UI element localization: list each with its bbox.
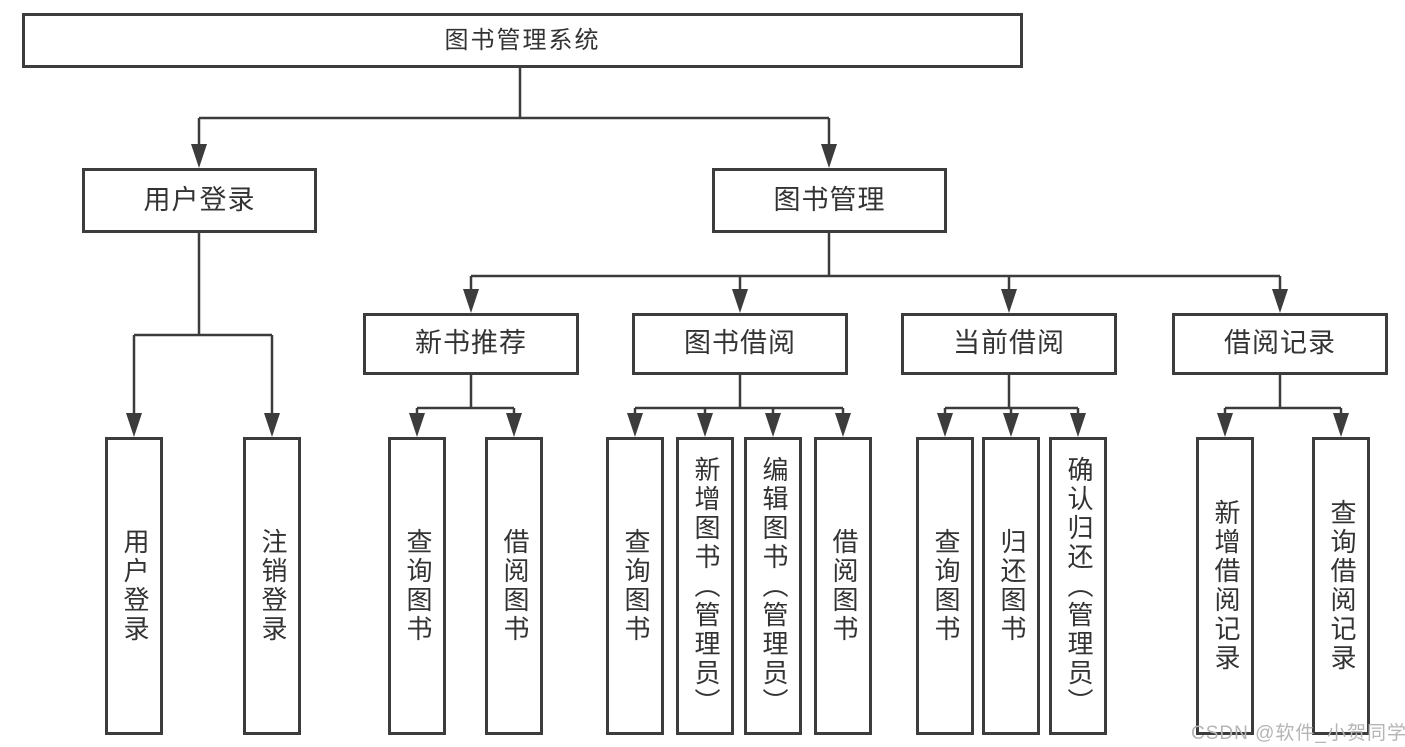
leaf-borrow-edit-books-admin: 编辑图书（管理员） — [744, 437, 802, 735]
node-user-login: 用户登录 — [82, 168, 317, 233]
arrowhead-icon — [821, 144, 837, 168]
leaf-current-confirm-return-admin: 确认归还（管理员） — [1049, 437, 1107, 735]
connector-current-borrow-children — [937, 375, 1086, 437]
arrowhead-icon — [732, 289, 748, 313]
arrowhead-icon — [264, 413, 280, 437]
arrowhead-icon — [697, 413, 713, 437]
arrowhead-icon — [835, 413, 851, 437]
watermark: CSDN @软件_小贺同学 — [1191, 723, 1405, 744]
node-new-book-recommend: 新书推荐 — [363, 313, 579, 375]
arrowhead-icon — [1217, 413, 1233, 437]
arrowhead-icon — [1001, 289, 1017, 313]
leaf-recommend-query-books: 查询图书 — [388, 437, 446, 735]
arrowhead-icon — [409, 413, 425, 437]
node-borrow-records: 借阅记录 — [1172, 313, 1388, 375]
arrowhead-icon — [506, 413, 522, 437]
connector-new-book-recommend-children — [409, 375, 522, 437]
leaf-borrow-borrow-books: 借阅图书 — [814, 437, 872, 735]
arrowhead-icon — [1070, 413, 1086, 437]
leaf-records-query-record: 查询借阅记录 — [1312, 437, 1370, 735]
arrowhead-icon — [1003, 413, 1019, 437]
node-current-borrow: 当前借阅 — [901, 313, 1117, 375]
leaf-user-login: 用户登录 — [105, 437, 163, 735]
connector-book-management-children — [463, 233, 1288, 313]
leaf-recommend-borrow-books: 借阅图书 — [485, 437, 543, 735]
leaf-records-add-record: 新增借阅记录 — [1196, 437, 1254, 735]
leaf-borrow-add-books-admin: 新增图书（管理员） — [676, 437, 734, 735]
node-book-borrow: 图书借阅 — [632, 313, 848, 375]
connector-book-borrow-children — [627, 375, 851, 437]
arrowhead-icon — [1333, 413, 1349, 437]
arrowhead-icon — [191, 144, 207, 168]
node-root: 图书管理系统 — [22, 13, 1023, 68]
leaf-borrow-query-books: 查询图书 — [606, 437, 664, 735]
connector-borrow-records-children — [1217, 375, 1349, 437]
arrowhead-icon — [1272, 289, 1288, 313]
arrowhead-icon — [463, 289, 479, 313]
leaf-current-query-books: 查询图书 — [916, 437, 974, 735]
arrowhead-icon — [126, 413, 142, 437]
connector-user-login-children — [126, 233, 280, 437]
arrowhead-icon — [627, 413, 643, 437]
connector-root-to-level2 — [191, 68, 837, 168]
arrowhead-icon — [937, 413, 953, 437]
node-book-management: 图书管理 — [712, 168, 947, 233]
leaf-current-return-books: 归还图书 — [982, 437, 1040, 735]
arrowhead-icon — [765, 413, 781, 437]
leaf-logout-login: 注销登录 — [243, 437, 301, 735]
